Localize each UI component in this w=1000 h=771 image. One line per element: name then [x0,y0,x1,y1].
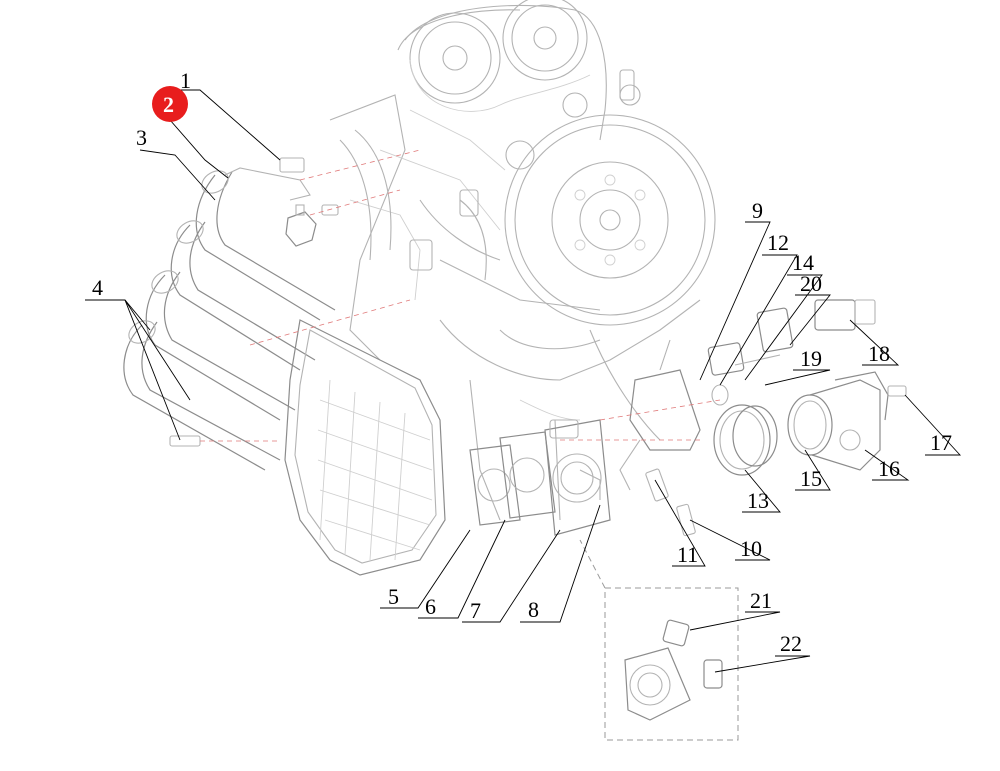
callout-9: 9 [752,198,763,223]
callout-18: 18 [868,341,890,366]
callout-8: 8 [528,597,539,622]
detail-inset [579,539,739,741]
callout-19: 19 [800,346,822,371]
callout-15: 15 [800,466,822,491]
hose-clamp [713,404,778,476]
leader-lines [85,89,962,673]
callout-14: 14 [792,250,814,275]
callout-6: 6 [425,594,436,619]
bolt-1 [321,204,339,216]
callout-20: 20 [800,271,822,296]
connector-group [707,299,876,406]
callout-2: 2 [163,92,174,117]
callout-1: 1 [180,68,191,93]
callout-13: 13 [747,488,769,513]
callout-11: 11 [677,542,698,567]
callout-10: 10 [740,536,762,561]
engine-block [329,0,716,521]
bolt-17 [887,385,907,397]
callout-4: 4 [92,275,103,300]
air-duct-elbow [834,371,889,421]
callout-12: 12 [767,230,789,255]
callout-3: 3 [136,125,147,150]
intake-hose [787,379,881,471]
bracket-assembly [560,339,721,537]
gasket-5 [469,444,521,526]
intake-manifold [123,157,446,576]
callout-7: 7 [470,598,481,623]
callout-21: 21 [750,588,772,613]
callout-16: 16 [878,456,900,481]
callout-labels: 1 2 3 4 5 6 7 8 9 10 11 12 13 14 15 16 1… [92,68,952,656]
map-sensor [285,204,317,247]
callout-17: 17 [930,430,952,455]
callout-5: 5 [388,584,399,609]
throttle-body [544,419,611,536]
callout-22: 22 [780,631,802,656]
gasket-6 [499,431,556,519]
highlight-marker [152,86,188,122]
